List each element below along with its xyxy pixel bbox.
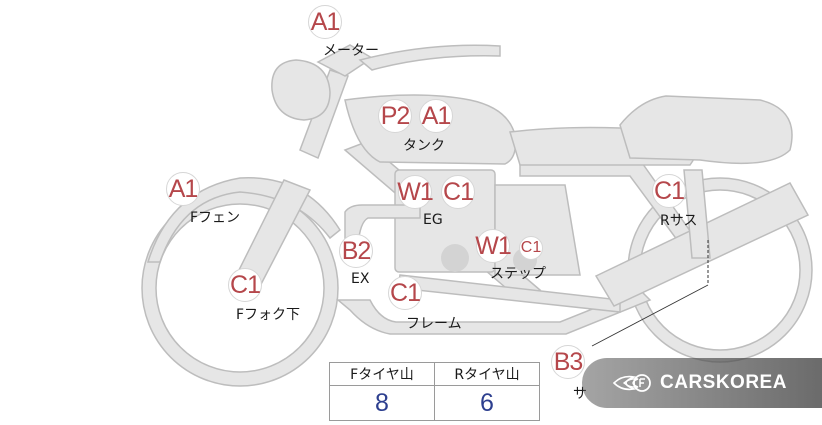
label-step: ステップ	[490, 266, 546, 282]
label-fork: Fフォク下	[236, 307, 301, 323]
badge-step-w: W1	[475, 229, 512, 263]
label-rear-susp: Rサス	[660, 213, 698, 229]
badge-muffler: B3	[551, 345, 585, 379]
badge-fender: A1	[166, 172, 200, 206]
label-fender: Fフェン	[190, 210, 241, 226]
headlight	[271, 59, 331, 121]
tire-tread-table: Fタイヤ山 Rタイヤ山 8 6	[329, 362, 540, 421]
rear-tail	[619, 95, 793, 165]
badge-engine-c: C1	[441, 175, 475, 209]
rear-shock	[683, 169, 711, 259]
label-engine: EG	[423, 212, 443, 228]
rear-tread-header: Rタイヤ山	[434, 362, 540, 386]
label-tank: タンク	[403, 138, 445, 154]
label-frame: フレーム	[406, 316, 462, 332]
front-tread-header: Fタイヤ山	[329, 362, 435, 386]
watermark: CARSKOREA	[582, 358, 822, 408]
label-exhaust: EX	[351, 271, 370, 287]
badge-exhaust: B2	[339, 234, 373, 268]
badge-fork: C1	[228, 268, 262, 302]
badge-tank-p: P2	[378, 99, 412, 133]
badge-engine-w: W1	[397, 175, 434, 209]
badge-tank-a: A1	[419, 99, 453, 133]
badge-step-c: C1	[519, 236, 543, 260]
flame-logo-icon	[612, 374, 651, 392]
badge-rear-susp: C1	[652, 174, 686, 208]
badge-meter: A1	[308, 5, 342, 39]
front-tread-value: 8	[329, 385, 435, 421]
badge-frame: C1	[388, 276, 422, 310]
rear-tread-value: 6	[434, 385, 540, 421]
watermark-text: CARSKOREA	[660, 372, 787, 393]
label-meter: メーター	[323, 43, 379, 59]
